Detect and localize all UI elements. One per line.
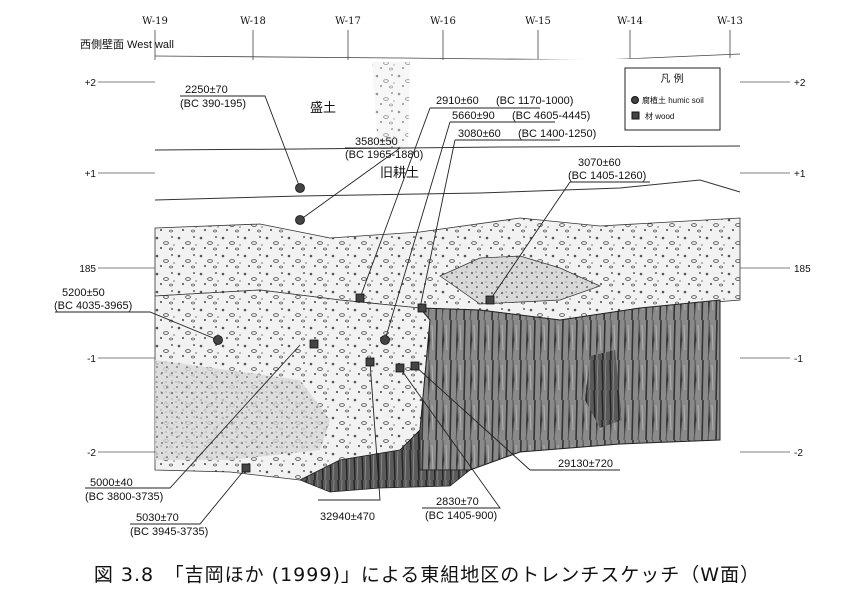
grid-label-w16: W-16 xyxy=(430,16,456,27)
legend: 凡 例 腐植土 humic soil 材 wood xyxy=(624,67,721,131)
dark-basal-wedge xyxy=(299,429,472,493)
date-5030-age: 5030±70 xyxy=(136,512,179,524)
date-5200-cal: (BC 4035-3965) xyxy=(54,300,132,312)
elev-left-185: 185 xyxy=(79,264,96,275)
radiocarbon-dates: 2250±70 (BC 390-195) 3580±50 (BC 1965-18… xyxy=(54,84,646,538)
date-5200-age: 5200±50 xyxy=(62,287,105,299)
grid-label-w15: W-15 xyxy=(525,16,551,27)
legend-wood-label: 材 wood xyxy=(645,111,674,121)
legend-title: 凡 例 xyxy=(660,72,683,85)
date-29130-age: 29130±720 xyxy=(558,458,613,470)
elev-right-m2: -2 xyxy=(794,448,803,459)
elevation-labels-left: +2 +1 185 -1 -2 xyxy=(79,78,96,459)
fill-soil-disturbance xyxy=(372,62,410,148)
fill-soil-label: 盛土 xyxy=(310,101,336,116)
grid-label-w19: W-19 xyxy=(142,16,168,27)
legend-humic-label: 腐植土 humic soil xyxy=(642,95,704,105)
date-5660-age: 5660±90 xyxy=(452,110,495,122)
dark-clay-lens xyxy=(585,350,622,428)
date-5000-age: 5000±40 xyxy=(90,477,133,489)
date-32940-age: 32940±470 xyxy=(320,511,375,523)
elev-right-p2: +2 xyxy=(794,78,806,89)
legend-wood-icon xyxy=(631,111,640,120)
date-2910-age: 2910±60 xyxy=(436,95,479,107)
grid-lines xyxy=(154,30,741,61)
legend-humic-icon xyxy=(631,96,639,104)
grid-labels: W-19 W-18 W-17 W-16 W-15 W-14 W-13 xyxy=(142,16,743,27)
elev-right-m1: -1 xyxy=(794,354,803,365)
date-3070-cal: (BC 1405-1260) xyxy=(568,170,646,182)
date-3580-age: 3580±50 xyxy=(355,136,398,148)
wall-label: 西側壁面 West wall xyxy=(80,37,174,51)
old-tilled-label: 旧耕土 xyxy=(380,165,419,181)
figure-caption: 図 3.8 「吉岡ほか (1999)」による東組地区のトレンチスケッチ（W面） xyxy=(93,564,761,586)
leader-lines xyxy=(55,95,650,525)
date-5000-cal: (BC 3800-3735) xyxy=(85,491,163,503)
elev-left-m1: -1 xyxy=(87,354,96,365)
elev-right-p1: +1 xyxy=(794,169,806,180)
date-3080-cal: (BC 1400-1250) xyxy=(518,128,596,140)
grid-label-w18: W-18 xyxy=(240,16,266,27)
elev-left-p1: +1 xyxy=(85,169,97,180)
date-2250-age: 2250±70 xyxy=(185,84,228,96)
elev-left-m2: -2 xyxy=(87,448,96,459)
elevation-labels-right: +2 +1 185 -1 -2 xyxy=(794,78,811,459)
grid-label-w14: W-14 xyxy=(617,16,643,27)
date-3080-age: 3080±60 xyxy=(458,128,501,140)
elev-right-185: 185 xyxy=(794,264,811,275)
grid-label-w17: W-17 xyxy=(335,16,361,27)
date-2910-cal: (BC 1170-1000) xyxy=(496,95,573,107)
date-5030-cal: (BC 3945-3735) xyxy=(130,526,208,538)
date-3070-age: 3070±60 xyxy=(578,157,621,169)
grey-clay-zone xyxy=(418,299,721,471)
date-2830-cal: (BC 1405-900) xyxy=(425,510,497,522)
wood-markers xyxy=(241,293,495,473)
dense-gravel-band xyxy=(155,360,330,460)
grid-label-w13: W-13 xyxy=(717,16,743,27)
date-5660-cal: (BC 4605-4445) xyxy=(512,110,590,122)
date-2830-age: 2830±70 xyxy=(436,496,479,508)
elevation-ticks xyxy=(98,81,790,453)
date-3580-cal: (BC 1965-1880) xyxy=(345,149,423,161)
fill-soil-layer xyxy=(155,58,740,150)
old-tilled-bottom xyxy=(154,179,741,201)
date-2250-cal: (BC 390-195) xyxy=(180,98,246,110)
humic-soil-markers xyxy=(213,183,390,345)
elev-left-p2: +2 xyxy=(85,78,97,89)
trench-sketch: 凡 例 腐植土 humic soil 材 wood 盛土 旧耕土 西側壁面 We… xyxy=(54,16,811,538)
